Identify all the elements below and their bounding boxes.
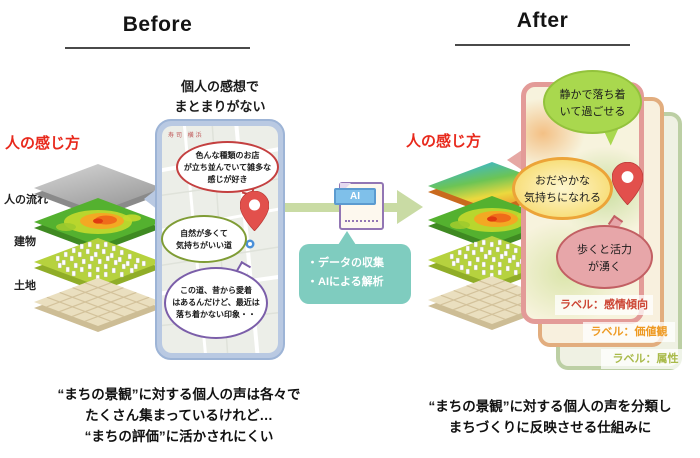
before-note: 個人の感想で まとまりがない	[150, 77, 290, 117]
layer-label-buildings: 建物	[14, 236, 36, 248]
process-callout-line1: ・データの収集	[307, 257, 384, 269]
road-bubble: この道、昔から愛着 はあるんだけど、最近は 落ち着かない印象・・	[164, 267, 268, 339]
ai-paper-dots	[345, 220, 378, 222]
calm-bubble: 静かで落ち着 いて過ごせる	[543, 70, 642, 134]
map-place-label: 寿司 横浜	[168, 133, 204, 139]
before-feeling-layer-gray	[34, 164, 162, 212]
after-feeling-label: 人の感じ方	[406, 133, 482, 150]
map-pin-icon-before	[240, 191, 269, 231]
before-title: Before	[122, 13, 193, 36]
before-note-line2: まとまりがない	[174, 99, 266, 114]
phone-tail	[144, 188, 158, 210]
layer-label-flow: 人の流れ	[4, 194, 48, 206]
vitality-bubble: 歩くと活力 が湧く	[556, 225, 653, 289]
after-card-tail	[507, 150, 522, 170]
map-pin-icon-after	[612, 162, 643, 205]
before-layer-stack	[10, 164, 170, 348]
before-feeling-label: 人の感じ方	[5, 135, 81, 152]
tag-values: ラベル：価値観	[583, 322, 675, 342]
gentle-bubble: おだやかな 気持ちになれる	[512, 157, 613, 220]
tag-attributes: ラベル：属性	[601, 349, 690, 369]
process-callout-pointer	[338, 231, 356, 245]
shops-bubble: 色んな種類のお店 が立ち並んでいて雑多な 感じが好き	[176, 141, 279, 193]
process-callout: ・データの収集 ・AIによる解析	[299, 244, 411, 304]
before-note-line1: 個人の感想で	[180, 79, 259, 94]
process-callout-line2: ・AIによる解析	[307, 276, 384, 288]
process-arrow-head	[397, 190, 423, 224]
after-title-underline	[455, 44, 630, 46]
tag-emotion: ラベル：感情傾向	[555, 295, 653, 315]
before-summary: “まちの景観”に対する個人の声は各々で たくさん集まっているけれど… “まちの評…	[57, 387, 301, 444]
before-title-underline	[65, 47, 250, 49]
ai-badge: AI	[334, 188, 376, 205]
after-summary: “まちの景観”に対する個人の声を分類し まちづくりに反映させる仕組みに	[428, 399, 672, 435]
layer-label-land: 土地	[14, 280, 36, 292]
ai-document-icon: AI	[334, 166, 388, 232]
nature-bubble: 自然が多くて 気持ちがいい道	[161, 215, 247, 263]
after-title: After	[516, 9, 569, 32]
